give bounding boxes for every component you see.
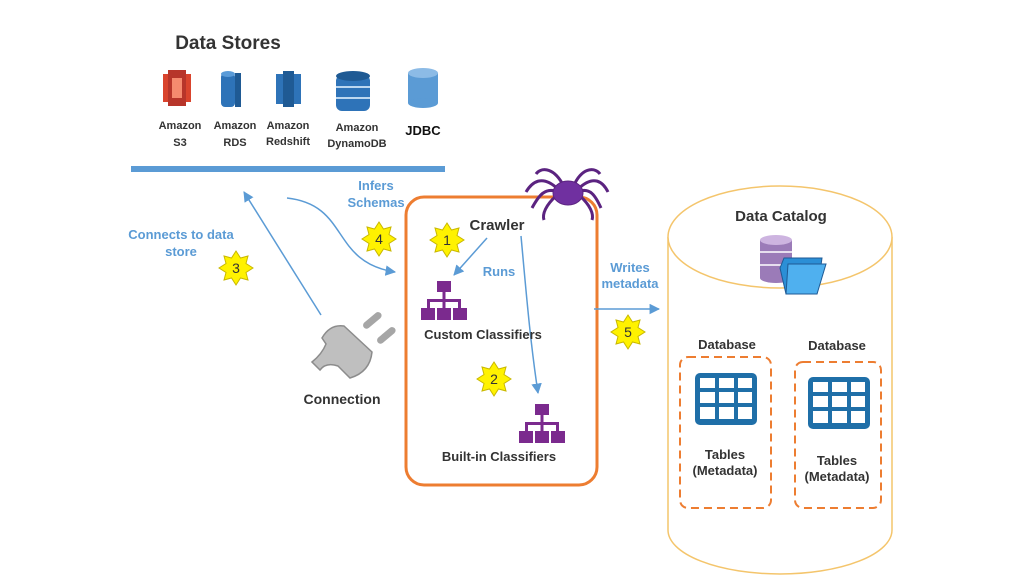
store-label-jdbc: JDBC xyxy=(405,123,441,138)
infers-label-line1: Infers xyxy=(358,178,393,193)
database-2-box xyxy=(794,361,882,509)
crawler-to-builtin-arrow xyxy=(520,235,542,395)
crawler-box xyxy=(404,195,599,487)
store-label-s3-line1: Amazon xyxy=(159,120,202,132)
step-4-badge: 4 xyxy=(361,221,397,257)
step-2-badge: 2 xyxy=(476,361,512,397)
svg-text:5: 5 xyxy=(624,324,632,340)
database-2-title: Database xyxy=(808,338,866,353)
data-catalog-title: Data Catalog xyxy=(735,208,827,225)
database-1-tables-line2: (Metadata) xyxy=(692,463,757,478)
infers-label-line2: Schemas xyxy=(347,195,404,210)
connection-label: Connection xyxy=(304,391,381,407)
database-1-tables-line1: Tables xyxy=(705,447,745,462)
writes-label-line2: metadata xyxy=(601,276,659,291)
store-label-redshift-line2: Redshift xyxy=(266,136,310,148)
svg-text:1: 1 xyxy=(443,232,451,248)
store-label-dynamodb-line2: DynamoDB xyxy=(327,138,386,150)
builtin-classifiers-icon xyxy=(519,404,565,443)
svg-text:3: 3 xyxy=(232,260,240,276)
data-stores-title: Data Stores xyxy=(175,33,281,54)
connects-label-line1: Connects to data xyxy=(128,227,234,242)
data-catalog-icon xyxy=(760,235,827,295)
writes-label-line1: Writes xyxy=(610,260,650,275)
spider-icon xyxy=(524,168,610,221)
connects-arrow xyxy=(243,191,322,316)
builtin-classifiers-label: Built-in Classifiers xyxy=(442,449,556,464)
database-1-title: Database xyxy=(698,337,756,352)
svg-text:2: 2 xyxy=(490,371,498,387)
jdbc-database-icon xyxy=(408,68,438,108)
store-label-redshift-line1: Amazon xyxy=(267,120,310,132)
store-label-rds-line2: RDS xyxy=(223,137,246,149)
crawler-label: Crawler xyxy=(469,217,524,234)
database-2-table-icon xyxy=(808,377,870,429)
amazon-s3-icon xyxy=(163,70,191,106)
custom-classifiers-label: Custom Classifiers xyxy=(424,327,542,342)
store-label-dynamodb-line1: Amazon xyxy=(336,122,379,134)
database-1-table-icon xyxy=(695,373,757,425)
amazon-rds-icon xyxy=(221,71,241,107)
step-5-badge: 5 xyxy=(610,314,646,350)
amazon-dynamodb-icon xyxy=(336,71,370,111)
crawler-to-custom-arrow xyxy=(453,237,488,276)
step-1-badge: 1 xyxy=(429,222,465,258)
svg-text:4: 4 xyxy=(375,231,383,247)
store-label-rds-line1: Amazon xyxy=(214,120,257,132)
database-2-tables-line1: Tables xyxy=(817,453,857,468)
amazon-redshift-icon xyxy=(276,71,301,107)
database-2-tables-line2: (Metadata) xyxy=(804,469,869,484)
connection-plug-icon xyxy=(310,312,396,379)
infers-arrow xyxy=(286,197,397,276)
connects-label-line2: store xyxy=(165,244,197,259)
data-stores-bar xyxy=(131,166,445,172)
store-label-s3-line2: S3 xyxy=(173,137,186,149)
custom-classifiers-icon xyxy=(421,281,467,320)
step-3-badge: 3 xyxy=(218,250,254,286)
runs-label: Runs xyxy=(483,264,516,279)
